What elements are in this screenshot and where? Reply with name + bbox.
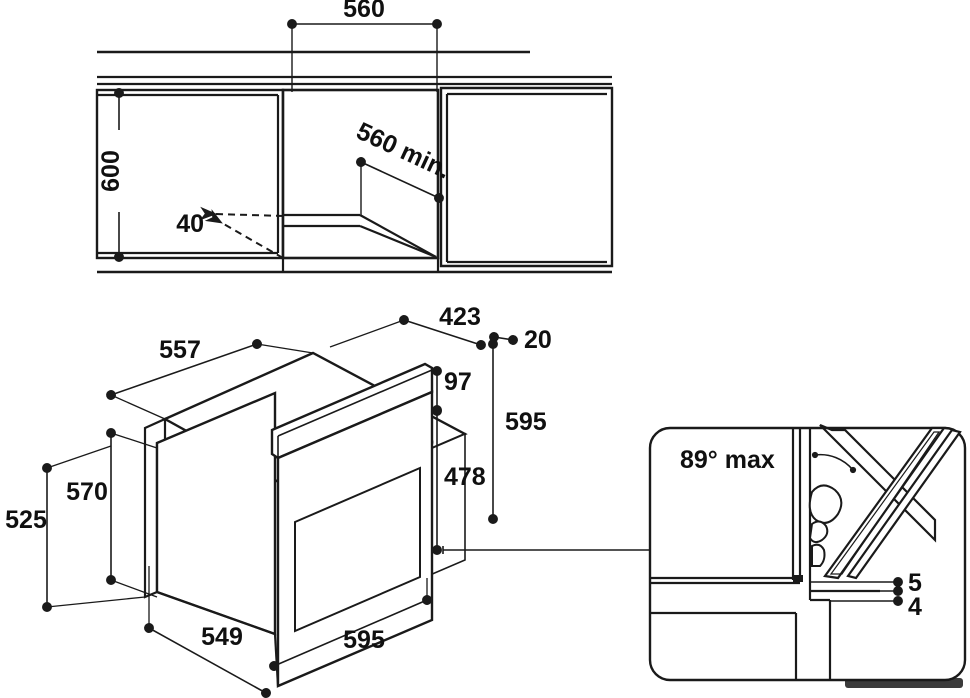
detail-corner-block <box>793 575 803 582</box>
detail-shelf-lines <box>651 576 880 680</box>
hinge-detail-callout: 89° max 5 4 <box>648 423 967 688</box>
dimension-label-600-height: 600 <box>97 150 125 192</box>
dimension-oven-body-depth: 549 <box>144 566 271 698</box>
dimension-label-40: 40 <box>176 210 204 238</box>
detail-hinge-mechanism <box>808 484 843 567</box>
cabinet-niche-shelf <box>283 213 437 259</box>
detail-callout-leader <box>442 546 650 554</box>
oven-door-glass <box>294 466 421 633</box>
dimension-label-89-max: 89° max <box>680 446 775 474</box>
cabinet-left-inner-line <box>97 93 280 255</box>
dimension-label-4: 4 <box>908 593 922 621</box>
dimension-label-478: 478 <box>444 463 486 491</box>
dimension-label-595-horizontal: 595 <box>343 626 385 654</box>
cabinet-outline <box>97 50 612 274</box>
dimension-oven-top-width: 557 <box>106 336 314 420</box>
detail-door-leaf <box>819 423 962 580</box>
dimension-oven-door-height: 478 <box>432 406 486 555</box>
dimension-oven-front-width: 595 <box>269 578 432 671</box>
dimension-label-570: 570 <box>66 478 108 506</box>
dimension-label-423: 423 <box>439 303 481 331</box>
detail-angle-arc <box>811 451 857 474</box>
dimension-detail-5: 5 <box>810 569 922 597</box>
dimension-cabinet-gap: 40 <box>176 206 284 259</box>
dimension-label-595-vertical: 595 <box>505 408 547 436</box>
oven-left-side-face <box>143 391 277 636</box>
dimension-oven-body-height: 570 <box>66 428 158 598</box>
dimension-oven-front-projection: 20 <box>489 326 552 354</box>
cabinet-right-door-edge <box>445 92 607 264</box>
dimension-label-97: 97 <box>444 368 472 396</box>
dimension-label-5: 5 <box>908 569 922 597</box>
oven-isometric-view: 557 423 20 97 595 <box>5 303 650 698</box>
cabinet-plan-view: 560 600 560 min. 40 <box>95 0 614 274</box>
dimension-label-557: 557 <box>159 336 201 364</box>
dimension-label-549: 549 <box>201 623 243 651</box>
dimension-oven-side-height: 525 <box>5 445 146 612</box>
dimension-cabinet-width: 560 <box>287 0 442 92</box>
dimension-cabinet-height: 600 <box>97 88 136 262</box>
dimension-oven-top-depth: 423 <box>329 303 486 350</box>
dimension-label-560-width: 560 <box>343 0 385 23</box>
dimension-label-20: 20 <box>524 326 552 354</box>
cabinet-plinth <box>281 258 440 272</box>
dimension-oven-panel-height: 97 <box>432 366 472 415</box>
dimension-detail-4: 4 <box>830 593 922 621</box>
dimension-oven-front-height: 595 <box>488 339 547 524</box>
dimension-label-525: 525 <box>5 506 47 534</box>
cabinet-right-door <box>439 86 614 268</box>
